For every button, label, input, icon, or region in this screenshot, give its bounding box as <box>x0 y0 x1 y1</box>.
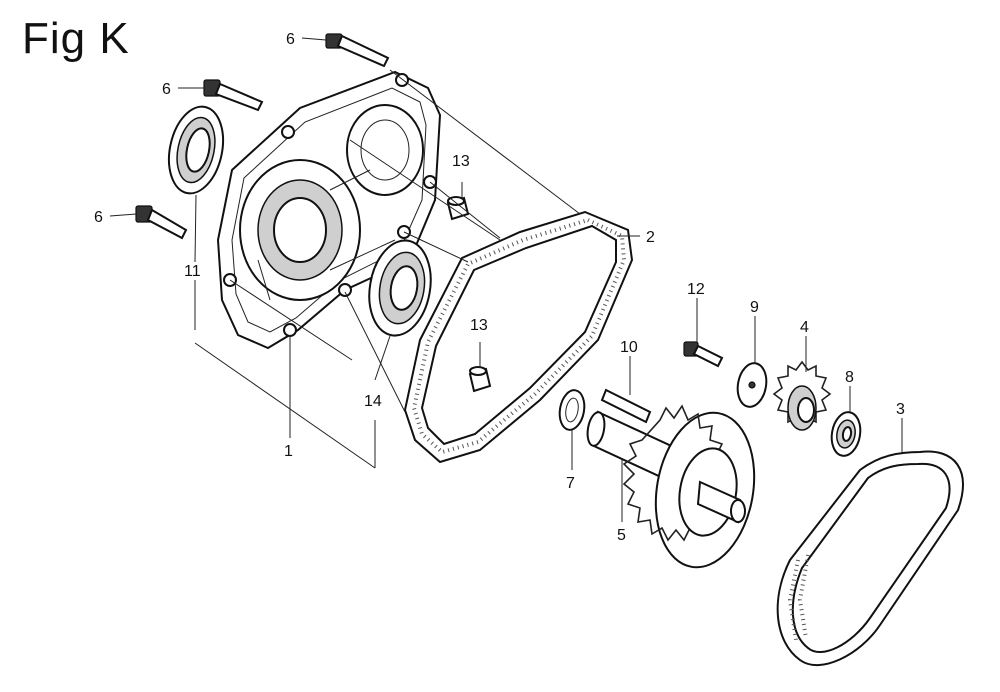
thrust-washer-part <box>830 411 862 457</box>
figure-title: Fig K <box>22 14 130 63</box>
sprocket-shaft-part <box>586 404 756 569</box>
leader-lines <box>109 37 903 522</box>
callout-6-middle: 6 <box>162 81 171 98</box>
callout-5: 5 <box>617 527 626 544</box>
callout-13-lower: 13 <box>470 317 488 334</box>
washer-part <box>736 362 768 408</box>
callout-6-lower: 6 <box>94 209 103 226</box>
callout-13-upper: 13 <box>452 153 470 170</box>
bolt-part <box>683 341 724 368</box>
dowel-pin-lower-part <box>468 366 492 393</box>
seal-ring-part <box>558 389 586 431</box>
drive-chain-part <box>776 450 964 666</box>
callout-14: 14 <box>364 393 382 410</box>
callout-2: 2 <box>646 229 655 246</box>
callout-4: 4 <box>800 319 809 336</box>
flange-bolt-lower-part <box>135 205 188 240</box>
callout-12: 12 <box>687 281 705 298</box>
flange-bolt-middle-part <box>203 79 264 112</box>
callout-3: 3 <box>896 401 905 418</box>
bearing-part <box>368 239 432 337</box>
callout-9: 9 <box>750 299 759 316</box>
callout-6-top: 6 <box>286 31 295 48</box>
shaft-key-part <box>600 388 652 424</box>
oil-seal-part <box>167 105 225 195</box>
callout-1: 1 <box>284 443 293 460</box>
gasket-part <box>403 210 634 464</box>
callout-7: 7 <box>566 475 575 492</box>
callout-8: 8 <box>845 369 854 386</box>
small-sprocket-part <box>772 360 832 431</box>
flange-bolt-top-part <box>325 33 390 68</box>
callout-11: 11 <box>184 263 201 280</box>
dowel-pin-upper-part <box>446 196 470 221</box>
callout-labels: 1 2 3 4 5 6 6 6 7 8 9 10 11 12 13 13 14 <box>94 31 905 544</box>
callout-10: 10 <box>620 339 638 356</box>
